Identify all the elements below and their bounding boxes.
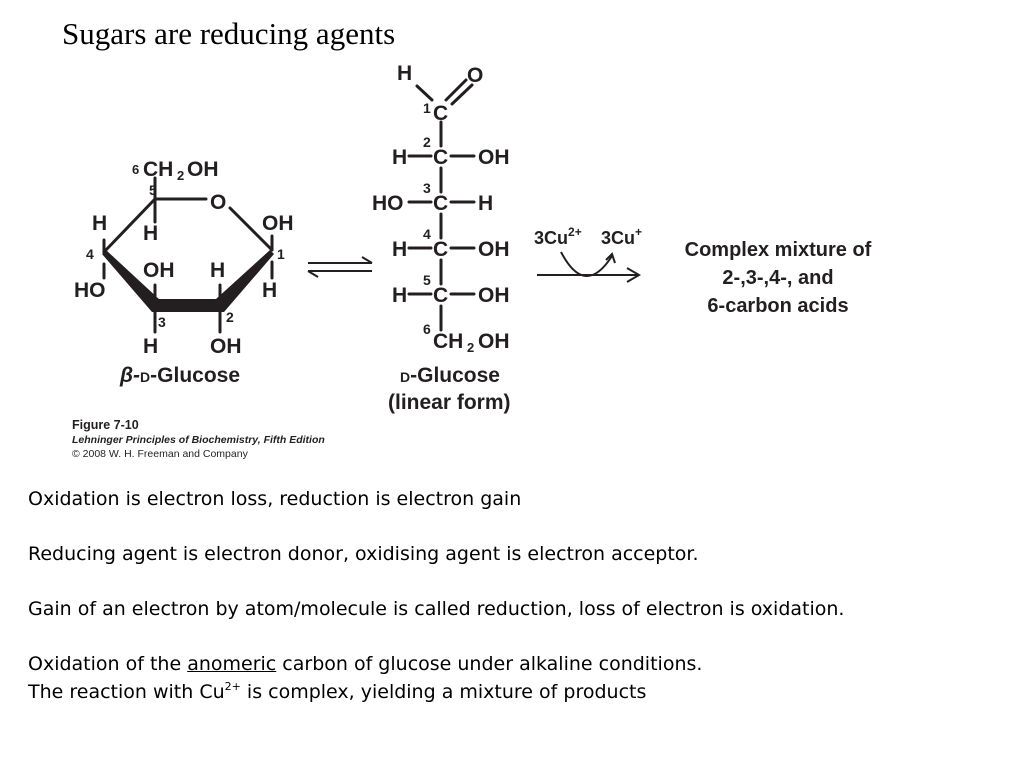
- glucose-oxidation-diagram: 6 CH 2 OH 5 O H H OH 4 1 OH H HO H 3 2 H…: [74, 62, 872, 414]
- note-anomeric-oxidation: Oxidation of the anomeric carbon of gluc…: [28, 653, 703, 675]
- c2-h-label: H: [392, 146, 407, 169]
- ring-oxygen: O: [210, 191, 226, 214]
- c1-h-label: H: [397, 62, 412, 85]
- c4-oh-label: OH: [478, 238, 510, 261]
- c3-number: 3: [423, 180, 431, 196]
- c6-ch2-subscript: 2: [467, 340, 474, 355]
- figure-number: Figure 7-10: [72, 418, 139, 432]
- c4-h-label: H: [392, 238, 407, 261]
- products-line-1: Complex mixture of: [685, 239, 872, 261]
- note-oxidation-definition: Oxidation is electron loss, reduction is…: [28, 488, 522, 510]
- ch2-subscript: 2: [177, 168, 184, 183]
- c2-oh-label: OH: [478, 146, 510, 169]
- products-line-3: 6-carbon acids: [707, 295, 848, 317]
- note-reducing-agent: Reducing agent is electron donor, oxidis…: [28, 543, 699, 565]
- equilibrium-arrows: [307, 256, 373, 278]
- c2-carbon: C: [433, 146, 448, 169]
- c5-number: 5: [149, 182, 157, 198]
- c6-number: 6: [423, 321, 431, 337]
- c3-number: 3: [158, 314, 166, 330]
- figure-source: Lehninger Principles of Biochemistry, Fi…: [72, 434, 325, 446]
- beta-d-glucose-structure: 6 CH 2 OH 5 O H H OH 4 1 OH H HO H 3 2 H…: [74, 158, 294, 387]
- c3-oh-label: OH: [143, 259, 175, 282]
- d-glucose-linear-structure: H O 1 C 2 H C OH 3 HO C H 4 H C OH 5 H C…: [372, 62, 511, 414]
- cu-product: 3Cu+: [601, 225, 642, 248]
- slide-title: Sugars are reducing agents: [62, 16, 396, 51]
- curve-arrowhead: [605, 252, 616, 264]
- note-copper-reaction: The reaction with Cu2+ is complex, yield…: [28, 680, 647, 703]
- c6-oh-label: OH: [478, 330, 510, 353]
- c1-carbon: C: [433, 102, 448, 125]
- products-line-2: 2-,3-,4-, and: [722, 267, 833, 289]
- reaction-products: Complex mixture of 2-,3-,4-, and 6-carbo…: [685, 239, 872, 317]
- c2-number: 2: [226, 309, 234, 325]
- c5-carbon: C: [433, 284, 448, 307]
- linear-form-label: (linear form): [388, 391, 511, 414]
- c2-oh-label: OH: [210, 335, 242, 358]
- c4-h-label: H: [92, 212, 107, 235]
- c4-carbon: C: [433, 238, 448, 261]
- c2-number: 2: [423, 134, 431, 150]
- c1-oh-label: OH: [262, 212, 294, 235]
- reaction-arrowhead: [626, 267, 641, 283]
- c3-carbon: C: [433, 192, 448, 215]
- c3-h-label: H: [143, 335, 158, 358]
- d-glucose-name: D-Glucose: [400, 364, 500, 387]
- c1-number: 1: [423, 100, 431, 116]
- c1-h-label: H: [262, 279, 277, 302]
- notes-text: Oxidation is electron loss, reduction is…: [28, 485, 844, 706]
- c5-h-label: H: [143, 222, 158, 245]
- c5-h-label: H: [392, 284, 407, 307]
- c5-oh-label: OH: [478, 284, 510, 307]
- beta-d-glucose-name: β-D-Glucose: [119, 364, 240, 387]
- c5-number: 5: [423, 272, 431, 288]
- copper-reaction: 3Cu2+ 3Cu+ Complex mixture of 2-,3-,4-, …: [534, 225, 872, 317]
- c6-oh-label: OH: [187, 158, 219, 181]
- carbonyl-oxygen: O: [467, 64, 483, 87]
- anomeric-term: anomeric: [187, 653, 277, 675]
- c6-ch2-label: CH: [433, 330, 463, 353]
- c4-number: 4: [423, 226, 431, 242]
- cu2-reactant: 3Cu2+: [534, 225, 582, 248]
- figure-copyright: © 2008 W. H. Freeman and Company: [72, 448, 248, 460]
- electron-transfer-curve: [560, 251, 613, 277]
- c1-number: 1: [277, 246, 285, 262]
- c3-ho-label: HO: [372, 192, 404, 215]
- cu-charge-superscript: 2+: [224, 680, 241, 693]
- note-gain-loss: Gain of an electron by atom/molecule is …: [28, 598, 845, 620]
- c6-number: 6: [132, 162, 139, 177]
- ch2-label: CH: [143, 158, 173, 181]
- c4-number: 4: [86, 246, 94, 262]
- c2-h-label: H: [210, 259, 225, 282]
- c4-ho-label: HO: [74, 279, 106, 302]
- c3-h-label: H: [478, 192, 493, 215]
